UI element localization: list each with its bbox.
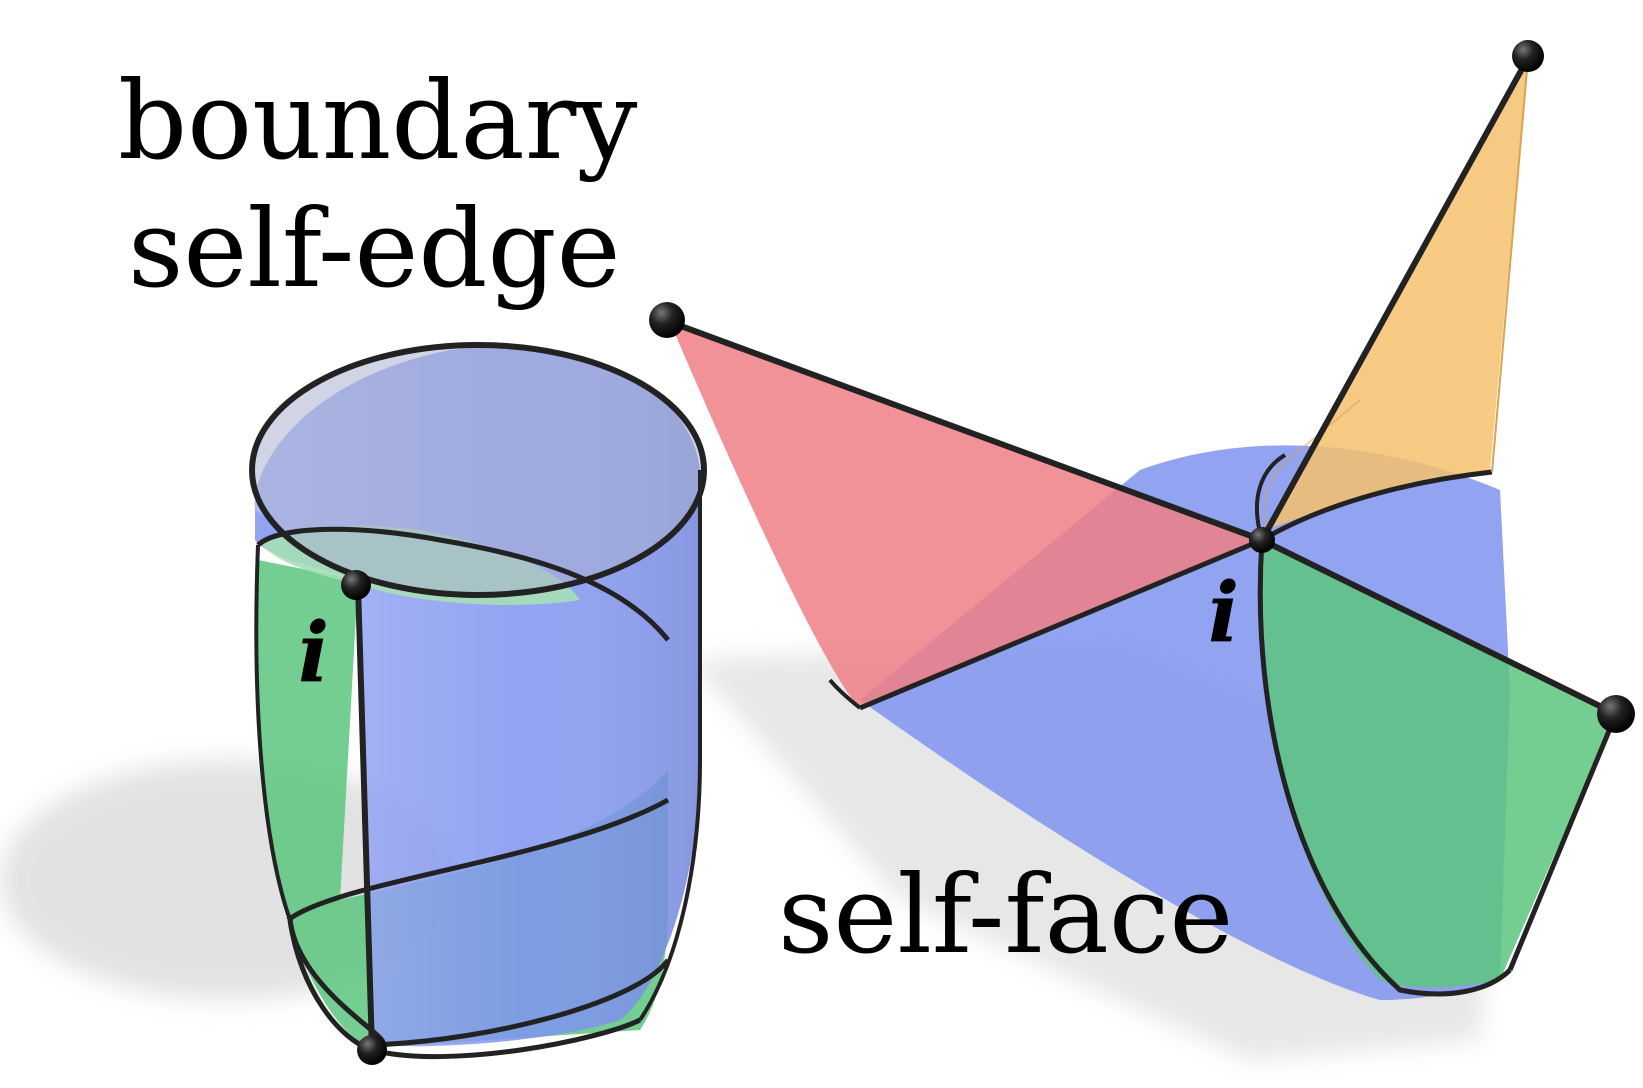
self-face-shape	[649, 40, 1635, 1000]
vertex-bottom	[357, 1035, 387, 1065]
edge-yellow	[1259, 56, 1531, 542]
vertex-yellow-tip	[1512, 40, 1544, 72]
vertex-label-left: i	[298, 605, 330, 701]
boundary-self-edge-label-line1: boundary	[118, 59, 638, 184]
green-cone	[1261, 540, 1616, 988]
boundary-self-edge-label-line2: self-edge	[128, 187, 621, 312]
vertex-label-right: i	[1208, 565, 1240, 661]
cylinder-seam	[355, 584, 375, 1051]
cylinder-shape	[249, 342, 707, 1065]
edge-yellow-base	[1260, 469, 1493, 543]
vertex-green-tip	[1597, 695, 1635, 733]
red-cone	[670, 322, 1262, 708]
vertex-center	[1249, 527, 1275, 553]
vertex-red-tip	[649, 302, 685, 338]
edge-red-bottom	[859, 537, 1263, 711]
edge-green-top	[1260, 537, 1618, 717]
boundary-self-edge	[256, 526, 670, 642]
cylinder-bottom-edge-2	[286, 797, 670, 922]
edge-red-top	[668, 319, 1264, 543]
vertex-top	[341, 570, 371, 600]
cylinder-top-rim	[249, 342, 707, 598]
edge-self-face	[1257, 539, 1512, 997]
self-face-label: self-face	[778, 853, 1234, 978]
